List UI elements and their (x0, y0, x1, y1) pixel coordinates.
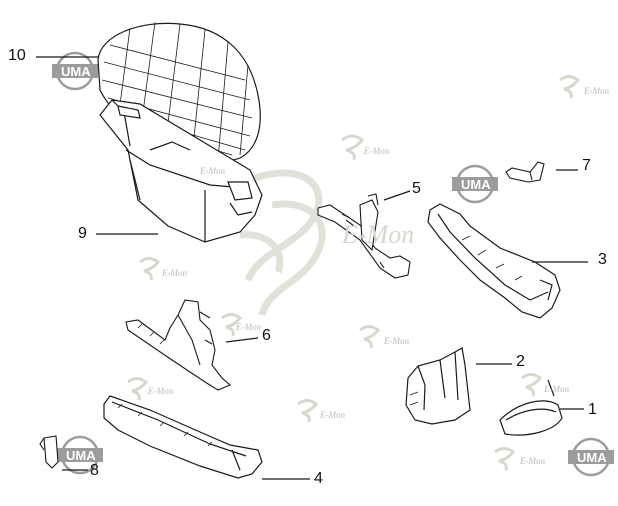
uma-text-4: UMA (577, 450, 607, 465)
part-4-floor-panel (103, 395, 263, 479)
emon-watermark: E-Mon (384, 336, 409, 346)
uma-logo-2 (452, 164, 498, 204)
callout-6: 6 (262, 327, 271, 344)
part-8-pin (39, 435, 59, 469)
uma-text-2: UMA (461, 177, 491, 192)
part-2-front-panel (405, 347, 471, 425)
emon-watermark: E-Mon (162, 268, 187, 278)
part-1-curved-cover (499, 379, 563, 436)
callout-4: 4 (314, 470, 323, 487)
emon-watermark: E-Mon (200, 166, 225, 176)
callout-10: 10 (8, 47, 26, 64)
callout-9: 9 (78, 225, 87, 242)
callout-5: 5 (412, 180, 421, 197)
leader-5 (383, 190, 411, 201)
emon-watermark: E-Mon (364, 146, 389, 156)
part-3-side-cover (427, 203, 561, 319)
part-7-small-bracket (505, 161, 545, 183)
callout-8: 8 (90, 462, 99, 479)
uma-text-1: UMA (61, 64, 91, 79)
emon-watermark: E-Mon (544, 384, 569, 394)
uma-logo-1 (52, 51, 98, 91)
uma-logo-4 (568, 437, 614, 477)
emon-watermark: E-Mon (584, 86, 609, 96)
uma-logo-3 (57, 435, 103, 475)
emon-watermark: E-Mon (236, 322, 261, 332)
leader-6 (225, 337, 259, 343)
uma-logo-badges (52, 51, 614, 477)
emon-watermark: E-Mon (320, 410, 345, 420)
part-9-storage-box (99, 99, 263, 243)
part-5-frame-bracket (317, 193, 411, 279)
callout-2: 2 (516, 353, 525, 370)
emon-watermark: E-Mon (520, 456, 545, 466)
uma-text-3: UMA (66, 448, 96, 463)
watermark-swirl-large (239, 169, 326, 317)
emon-watermark-large: E-Mon (342, 220, 415, 249)
part-6-inner-bracket (125, 299, 232, 391)
callout-1: 1 (588, 401, 597, 418)
emon-watermark: E-Mon (148, 386, 173, 396)
callout-7: 7 (582, 157, 591, 174)
callout-3: 3 (598, 251, 607, 268)
leader-lines (36, 56, 588, 480)
